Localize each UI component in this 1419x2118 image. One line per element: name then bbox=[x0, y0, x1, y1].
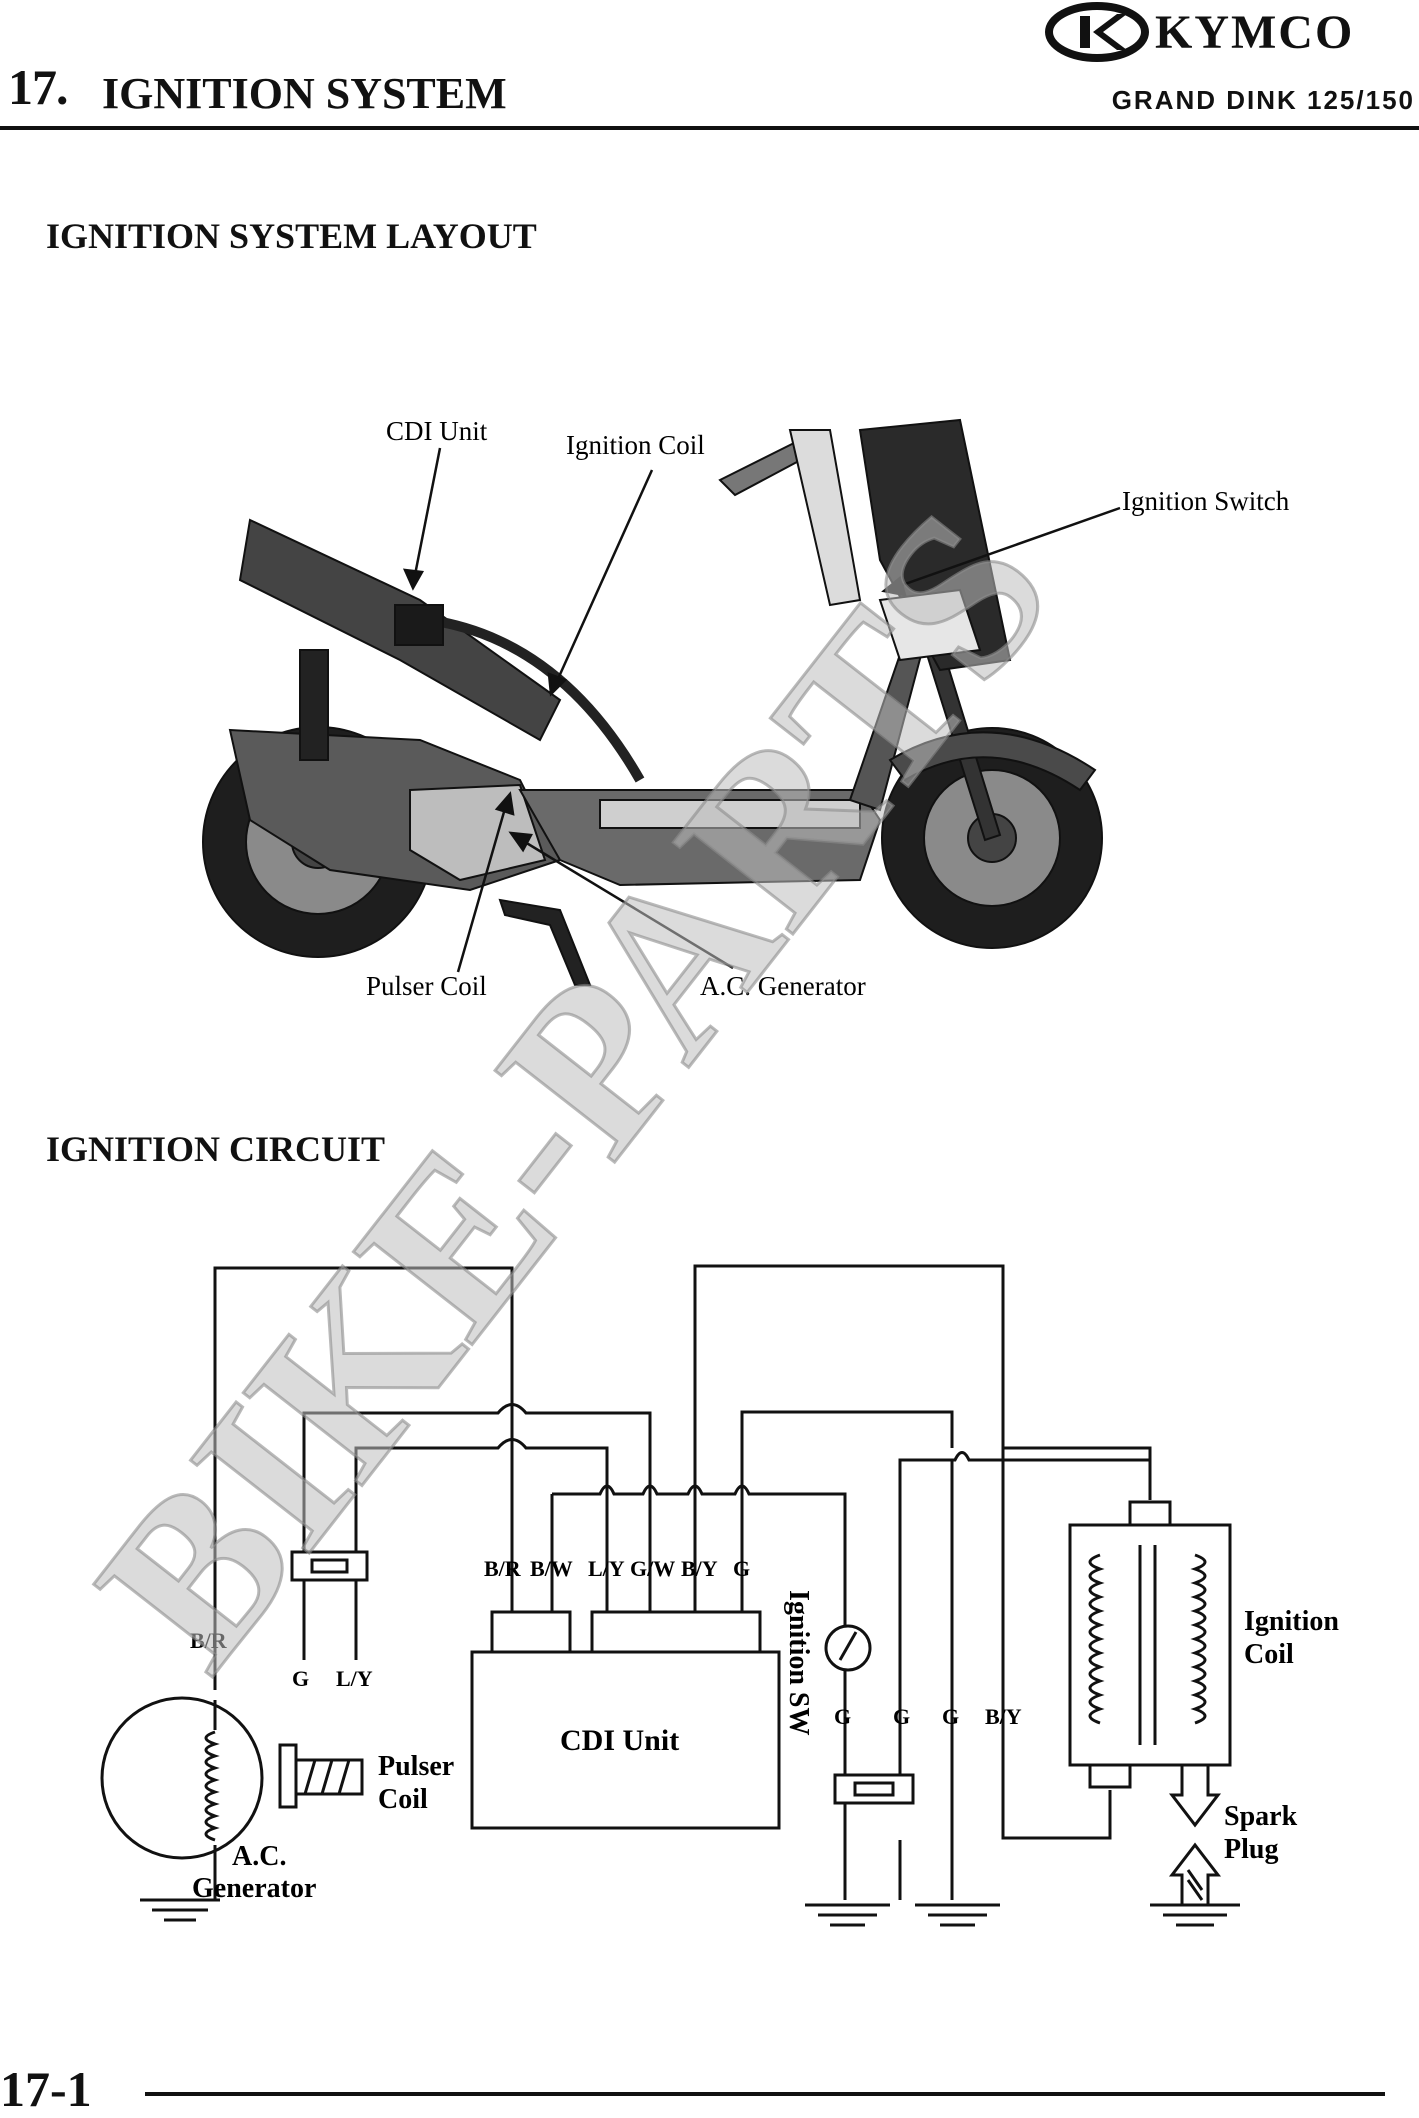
leader-lines bbox=[402, 447, 1121, 973]
wire-g-top bbox=[740, 1410, 954, 1612]
spark-arrow-up bbox=[1168, 1842, 1222, 1907]
pulser-wire-ly: L/Y bbox=[336, 1666, 373, 1691]
ground-wire-g-1: G bbox=[834, 1704, 851, 1729]
ground-symbol-spark bbox=[1150, 1903, 1240, 1927]
pulser-coil-label-2: Coil bbox=[378, 1784, 428, 1815]
ignition-sw-label: Ignition SW bbox=[783, 1590, 814, 1736]
wire-g-pulser bbox=[302, 1403, 652, 1660]
footer-rule bbox=[145, 2092, 1385, 2096]
wire-sw-bus bbox=[550, 1484, 847, 1625]
pulser-coil-label-1: Pulser bbox=[378, 1751, 454, 1782]
cdi-terminal-bw: B/W bbox=[530, 1556, 573, 1581]
cdi-unit-box bbox=[470, 1610, 781, 1830]
pulser-wire-g: G bbox=[292, 1666, 309, 1691]
leader-cdi-unit bbox=[411, 447, 442, 586]
wire-br-top bbox=[213, 1266, 514, 1690]
ignition-circuit-diagram: CDI Unit B/R B/W L/Y G/W B/Y G Ignition … bbox=[100, 1264, 1339, 1927]
leader-ac-generator bbox=[514, 834, 734, 970]
ground-connector bbox=[833, 1773, 915, 1805]
layout-section-title: IGNITION SYSTEM LAYOUT bbox=[46, 216, 537, 256]
ground-symbol-coil-feed bbox=[915, 1903, 1000, 1927]
steering-column bbox=[788, 429, 862, 607]
page-number: 17-1 bbox=[0, 2061, 92, 2117]
spark-plug-arrows bbox=[1168, 1763, 1222, 1907]
cdi-unit-label: CDI Unit bbox=[560, 1724, 679, 1757]
cdi-terminal-gw: G/W bbox=[630, 1556, 675, 1581]
kymco-logo: KYMCO bbox=[1045, 2, 1354, 62]
brand-name: KYMCO bbox=[1155, 6, 1354, 59]
label-ignition-coil: Ignition Coil bbox=[566, 430, 705, 460]
ground-symbol-generator bbox=[140, 1898, 220, 1922]
header-rule bbox=[0, 126, 1419, 130]
ground-symbols bbox=[140, 1898, 1240, 1927]
spark-arrow-down bbox=[1168, 1763, 1222, 1828]
spark-plug-label-1: Spark bbox=[1224, 1801, 1298, 1832]
front-fender bbox=[888, 731, 1097, 792]
leader-pulser-coil bbox=[456, 797, 510, 973]
ac-generator-winding bbox=[204, 1730, 220, 1842]
center-stand bbox=[498, 898, 592, 986]
ignition-switch-symbol bbox=[824, 1624, 872, 1672]
leader-ignition-switch bbox=[887, 506, 1121, 592]
cdi-terminal-ly: L/Y bbox=[588, 1556, 625, 1581]
spark-plug-label-2: Plug bbox=[1224, 1834, 1278, 1865]
logo-emblem-bar bbox=[1080, 16, 1090, 48]
ignition-coil-label-1: Ignition bbox=[1244, 1606, 1339, 1637]
floor-rails bbox=[599, 799, 861, 829]
label-ac-generator: A.C. Generator bbox=[700, 971, 866, 1001]
ac-generator-symbol bbox=[100, 1696, 264, 1860]
scooter-photo bbox=[202, 418, 1103, 986]
wire-ly-pulser bbox=[354, 1438, 609, 1660]
wire-ground-2 bbox=[898, 1451, 1150, 1775]
scooter-layout-figure: CDI Unit Ignition Coil Ignition Switch P… bbox=[202, 416, 1290, 1001]
logo-emblem bbox=[1045, 2, 1149, 62]
ignition-coil-windings bbox=[1088, 1553, 1207, 1725]
model-name: GRAND DINK 125/150 bbox=[1111, 85, 1415, 115]
label-ignition-switch: Ignition Switch bbox=[1122, 486, 1290, 516]
wire-by-coil bbox=[1001, 1448, 1112, 1840]
generator-wire-br: B/R bbox=[190, 1628, 228, 1653]
coil-wire-by: B/Y bbox=[985, 1704, 1022, 1729]
rear-shock bbox=[299, 649, 329, 761]
ac-generator-label-1: A.C. bbox=[232, 1841, 286, 1872]
cdi-box bbox=[394, 604, 444, 646]
wiring-bundle bbox=[429, 615, 645, 783]
ground-wire-g-2: G bbox=[893, 1704, 910, 1729]
leg-shield bbox=[858, 418, 1012, 672]
cdi-terminal-g: G bbox=[733, 1556, 750, 1581]
wire-by-top bbox=[693, 1264, 1152, 1612]
cdi-terminal-br: B/R bbox=[484, 1556, 522, 1581]
leader-ignition-coil bbox=[551, 469, 654, 691]
ignition-coil-label-2: Coil bbox=[1244, 1639, 1294, 1670]
circuit-section-title: IGNITION CIRCUIT bbox=[46, 1129, 386, 1169]
pulser-coil-symbol bbox=[278, 1743, 364, 1809]
label-cdi-unit: CDI Unit bbox=[386, 416, 488, 446]
pulser-connector bbox=[290, 1550, 369, 1582]
circuit-wires bbox=[213, 1264, 1152, 1900]
label-pulser-coil: Pulser Coil bbox=[366, 971, 487, 1001]
headset bbox=[878, 588, 982, 662]
ground-symbol-switch bbox=[805, 1903, 890, 1927]
chapter-title: IGNITION SYSTEM bbox=[102, 69, 507, 118]
chapter-number: 17. bbox=[8, 59, 68, 115]
logo-emblem-k bbox=[1093, 14, 1127, 50]
cdi-terminal-by: B/Y bbox=[681, 1556, 718, 1581]
ground-wire-g-3: G bbox=[942, 1704, 959, 1729]
